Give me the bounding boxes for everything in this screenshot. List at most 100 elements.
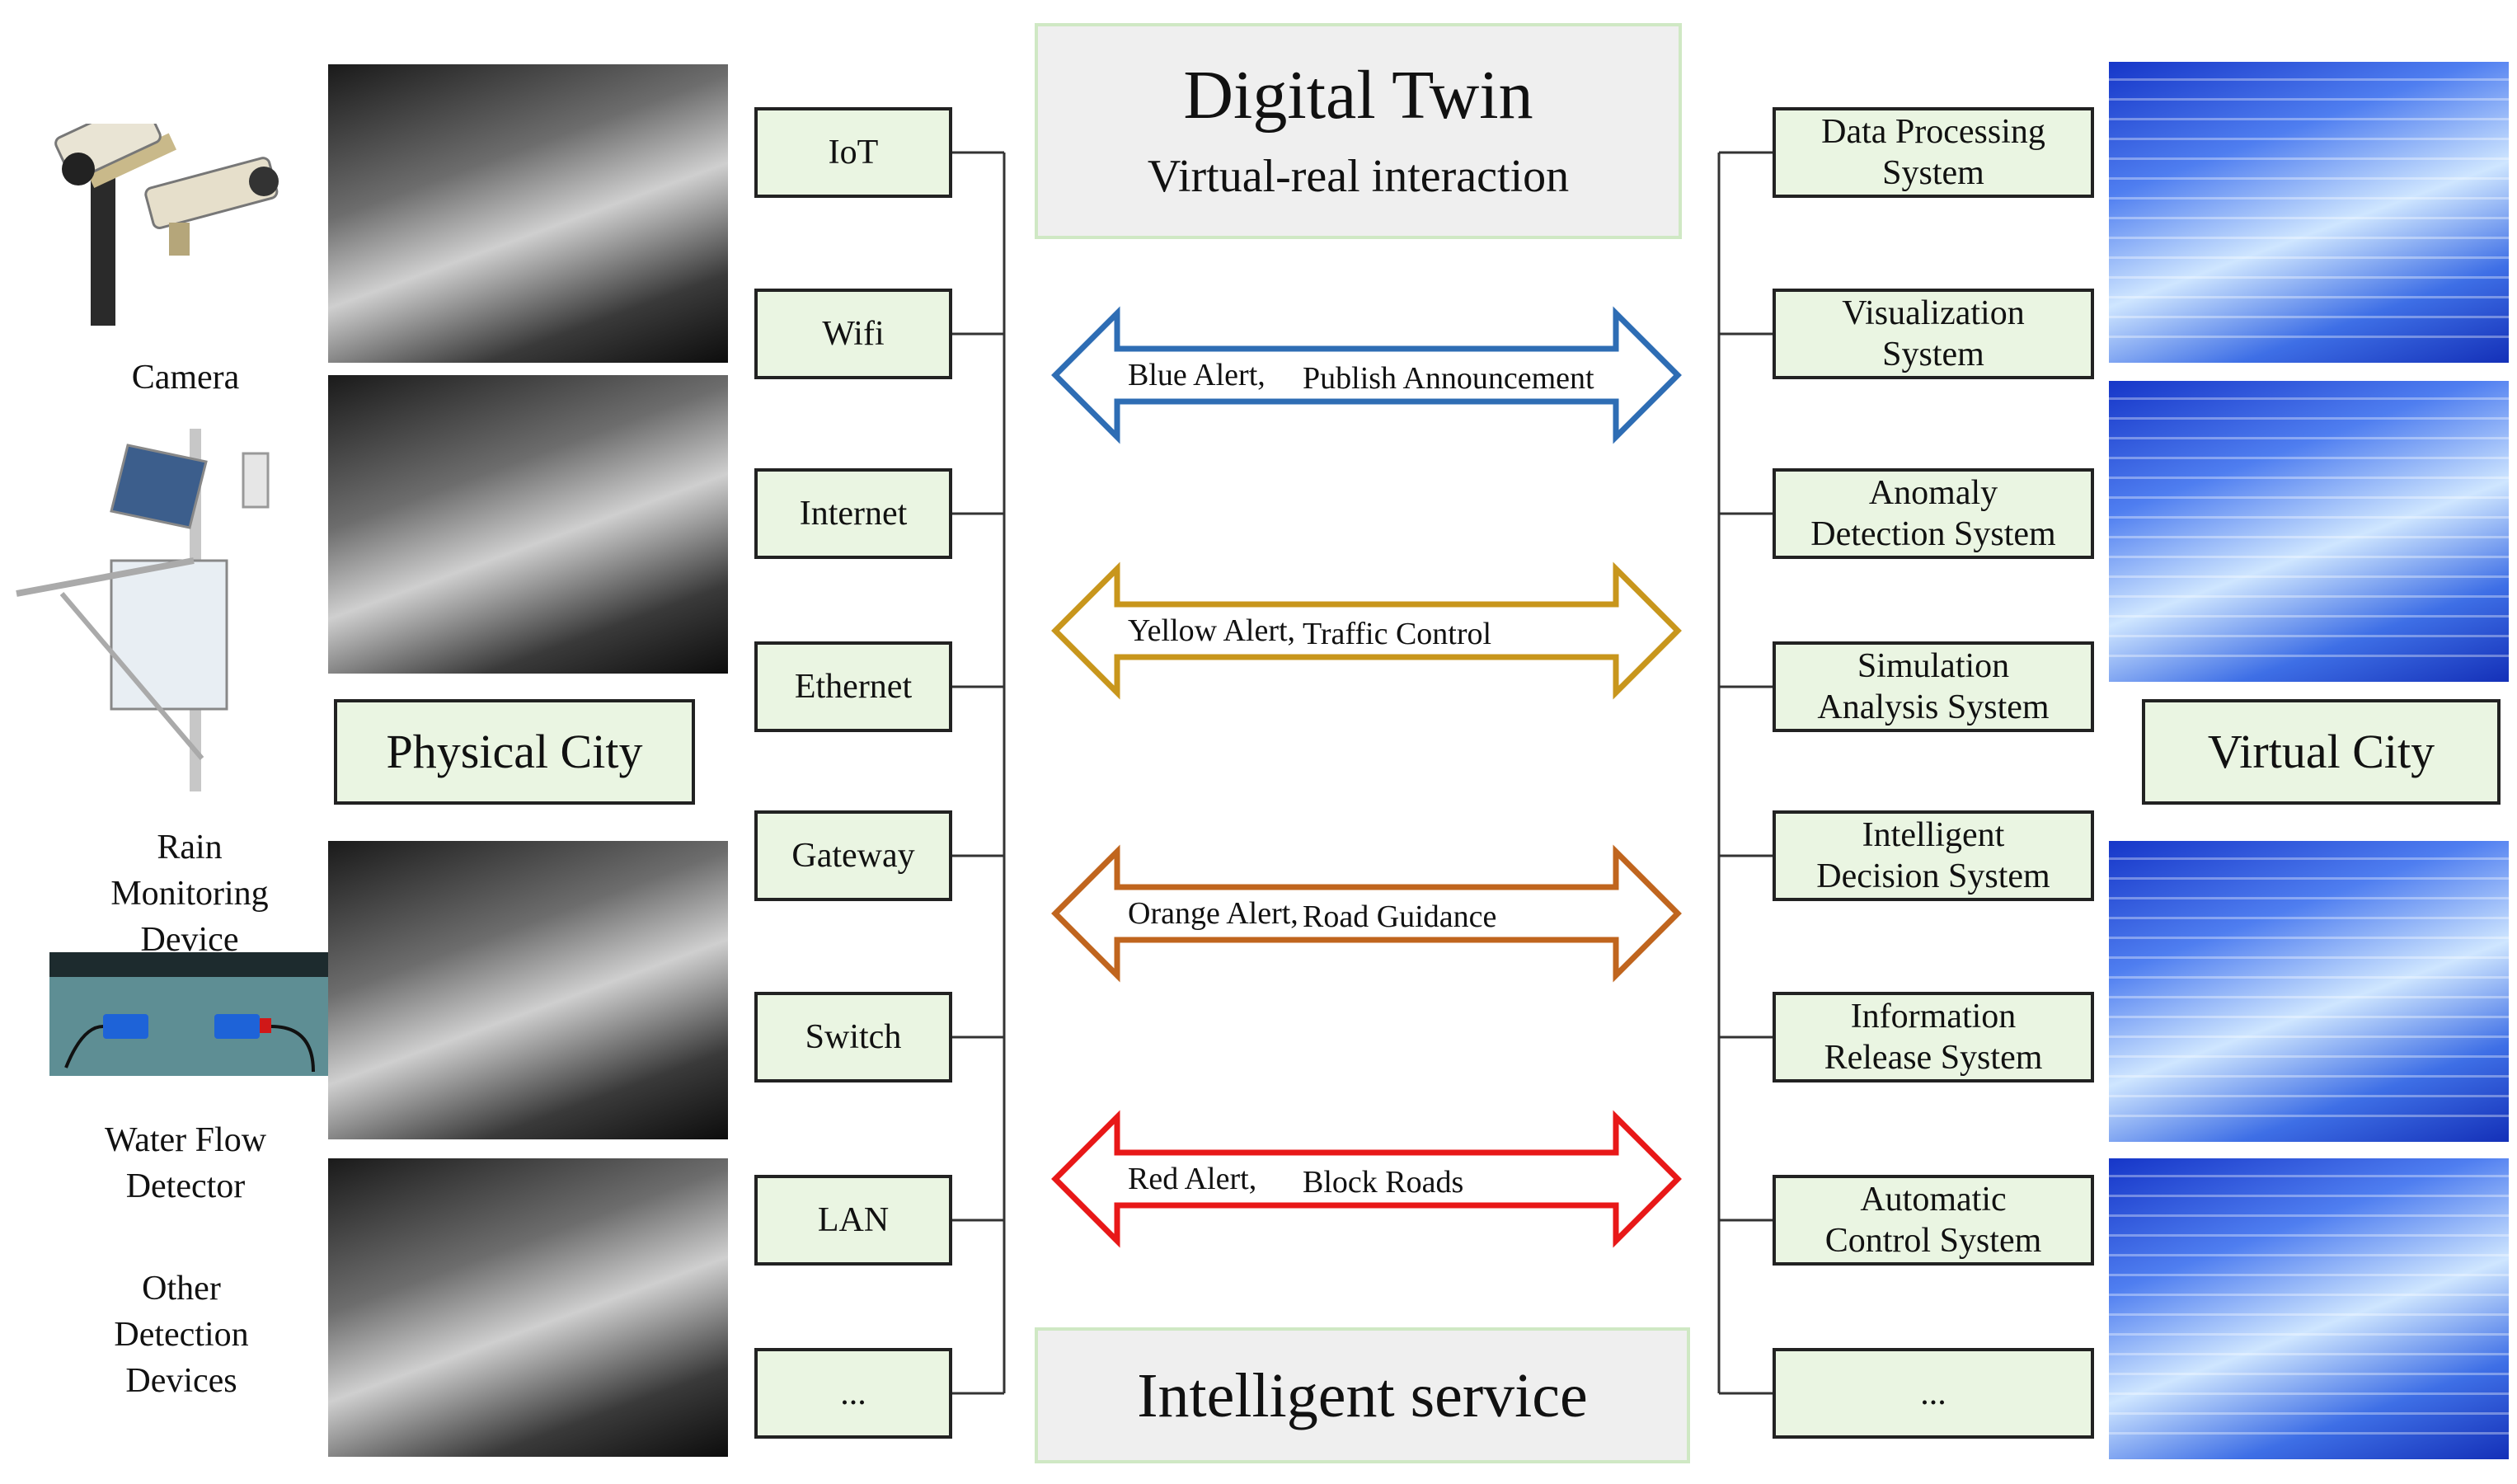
scanline — [2109, 1313, 2509, 1316]
alert-level-2: Orange Alert, — [1128, 896, 1298, 931]
alert-action-0: Publish Announcement — [1303, 361, 1594, 396]
scanline — [2109, 1214, 2509, 1217]
physical-photo-1 — [328, 64, 728, 363]
alert-arrow-0 — [1051, 306, 1682, 444]
scanline — [2109, 956, 2509, 959]
scanline — [2109, 877, 2509, 880]
system-box-7: ... — [1773, 1348, 2094, 1439]
system-box-2: Anomaly Detection System — [1773, 468, 2094, 559]
scanline — [2109, 1016, 2509, 1018]
scanline — [2109, 237, 2509, 239]
scanline — [2109, 516, 2509, 519]
digital-twin-subtitle: Virtual-real interaction — [1147, 151, 1570, 202]
scanline — [2109, 1095, 2509, 1097]
network-box-4: Gateway — [754, 810, 952, 901]
scanline — [2109, 615, 2509, 618]
digital-twin-title: Digital Twin — [1183, 57, 1533, 134]
physical-photo-4 — [328, 1158, 728, 1457]
scanline — [2109, 78, 2509, 81]
network-box-2: Internet — [754, 468, 952, 559]
scanline — [2109, 1333, 2509, 1336]
scanline — [2109, 937, 2509, 939]
physical-photo-2 — [328, 375, 728, 674]
physical-city-box: Physical City — [334, 699, 695, 805]
scanline — [2109, 316, 2509, 318]
physical-photo-3 — [328, 841, 728, 1139]
system-box-0: Data Processing System — [1773, 107, 2094, 198]
network-box-1: Wifi — [754, 289, 952, 379]
scanline — [2109, 1412, 2509, 1415]
scanline — [2109, 976, 2509, 979]
scanline — [2109, 1392, 2509, 1395]
intelligent-service-title: Intelligent service — [1137, 1360, 1588, 1430]
camera-icon — [54, 124, 279, 326]
scanline — [2109, 556, 2509, 558]
virtual-photo-2 — [2109, 381, 2509, 682]
alert-action-2: Road Guidance — [1303, 899, 1496, 934]
scanline — [2109, 296, 2509, 298]
system-box-5: Information Release System — [1773, 992, 2094, 1082]
scanline — [2109, 437, 2509, 439]
system-box-3: Simulation Analysis System — [1773, 641, 2094, 732]
network-box-6: LAN — [754, 1175, 952, 1266]
alert-arrow-3 — [1051, 1110, 1682, 1248]
network-box-7: ... — [754, 1348, 952, 1439]
alert-level-3: Red Alert, — [1128, 1162, 1256, 1196]
network-box-0: IoT — [754, 107, 952, 198]
virtual-city-box: Virtual City — [2142, 699, 2501, 805]
scanline — [2109, 197, 2509, 200]
virtual-photo-3 — [2109, 841, 2509, 1142]
scanline — [2109, 1294, 2509, 1296]
network-box-3: Ethernet — [754, 641, 952, 732]
scanline — [2109, 177, 2509, 180]
scanline — [2109, 635, 2509, 637]
scanline — [2109, 536, 2509, 538]
scanline — [2109, 1055, 2509, 1058]
scanline — [2109, 256, 2509, 259]
scanline — [2109, 1234, 2509, 1237]
intelligent-service-panel: Intelligent service — [1035, 1327, 1690, 1463]
scanline — [2109, 1254, 2509, 1256]
scanline — [2109, 336, 2509, 338]
scanline — [2109, 1432, 2509, 1435]
scanline — [2109, 1175, 2509, 1177]
scanline — [2109, 457, 2509, 459]
alert-level-1: Yellow Alert, — [1128, 613, 1295, 648]
scanline — [2109, 897, 2509, 899]
scanline — [2109, 276, 2509, 279]
scanline — [2109, 477, 2509, 479]
system-box-6: Automatic Control System — [1773, 1175, 2094, 1266]
water-flow-label: Water Flow Detector — [104, 1121, 267, 1205]
rain-station-icon — [16, 429, 270, 791]
scanline — [2109, 1036, 2509, 1038]
scanline — [2109, 857, 2509, 860]
scanline — [2109, 1353, 2509, 1355]
scanline — [2109, 575, 2509, 578]
other-devices-label: Other Detection Devices — [114, 1270, 249, 1400]
scanline — [2109, 1075, 2509, 1078]
scanline — [2109, 118, 2509, 120]
water-flow-sensor-icon — [49, 952, 330, 1076]
scanline — [2109, 217, 2509, 219]
scanline — [2109, 996, 2509, 998]
system-box-4: Intelligent Decision System — [1773, 810, 2094, 901]
scanline — [2109, 417, 2509, 420]
system-box-1: Visualization System — [1773, 289, 2094, 379]
virtual-photo-1 — [2109, 62, 2509, 363]
alert-arrow-2 — [1051, 844, 1682, 983]
scanline — [2109, 1115, 2509, 1117]
scanline — [2109, 655, 2509, 657]
virtual-photo-4 — [2109, 1158, 2509, 1459]
scanline — [2109, 1373, 2509, 1375]
scanline — [2109, 496, 2509, 499]
scanline — [2109, 98, 2509, 101]
alert-action-1: Traffic Control — [1303, 617, 1491, 651]
scanline — [2109, 917, 2509, 919]
alert-action-3: Block Roads — [1303, 1165, 1463, 1200]
digital-twin-panel: Digital Twin Virtual-real interaction — [1035, 23, 1682, 239]
scanline — [2109, 595, 2509, 598]
scanline — [2109, 138, 2509, 140]
scanline — [2109, 1195, 2509, 1197]
